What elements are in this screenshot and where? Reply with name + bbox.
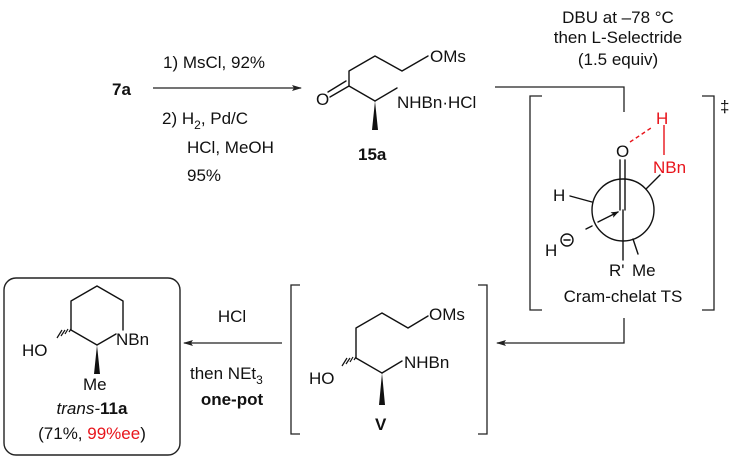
ts-hydride-charge (560, 233, 574, 247)
compound-15a-structure (327, 55, 429, 130)
newman-projection (569, 125, 665, 261)
step1-reagent-line4: 95% (187, 166, 221, 185)
ts-hydride-h: H (545, 241, 557, 260)
step2-condition-line3: (1.5 equiv) (578, 50, 658, 69)
product-ee: 99%ee (87, 424, 140, 443)
compound-15a-carbonyl-o: O (316, 90, 329, 109)
intermediate-v-oms: OMs (429, 305, 465, 324)
product-nbn: NBn (116, 330, 149, 349)
ts-brackets (529, 95, 715, 311)
compound-15a-amine: NHBn·HCl (397, 93, 476, 112)
intermediate-v-brackets (290, 284, 488, 435)
step3-connector (496, 318, 625, 346)
product-me: Me (83, 375, 107, 394)
product-box (3, 277, 181, 456)
intermediate-v-amine: NHBn (404, 353, 449, 372)
ts-hbond-h: H (656, 109, 668, 128)
ts-carbonyl-o: O (616, 142, 629, 161)
step3-condition-line2: then NEt3 (190, 364, 263, 387)
intermediate-v-ho: HO (309, 369, 335, 388)
compound-7a-label: 7a (112, 80, 131, 99)
step1-reagent-line3: HCl, MeOH (187, 138, 274, 157)
ts-r-prime: R' (609, 261, 625, 280)
product-yield: (71%, 99%ee) (38, 424, 146, 443)
compound-15a-oms: OMs (430, 47, 466, 66)
step3-condition-line3: one-pot (201, 390, 264, 409)
step2-condition-line1: DBU at –78 °C (562, 8, 674, 27)
step3-condition-line1: HCl (218, 307, 246, 326)
step1-reagent-line1: 1) MsCl, 92% (163, 53, 265, 72)
ts-label: Cram-chelat TS (564, 287, 683, 306)
intermediate-v-structure (341, 312, 429, 405)
product-name: trans-11a (57, 399, 128, 418)
ts-me: Me (632, 261, 656, 280)
step2-connector (495, 86, 625, 112)
step1-reagent-line2: 2) H2, Pd/C (162, 109, 248, 132)
step2-condition-line2: then L-Selectride (554, 28, 683, 47)
ts-dagger: ‡ (720, 97, 729, 116)
product-ho: HO (22, 341, 48, 360)
ts-h-left: H (553, 186, 565, 205)
ts-nbn: NBn (653, 158, 686, 177)
compound-15a-label: 15a (358, 145, 387, 164)
intermediate-v-label: V (375, 415, 387, 434)
product-structure (56, 285, 124, 374)
